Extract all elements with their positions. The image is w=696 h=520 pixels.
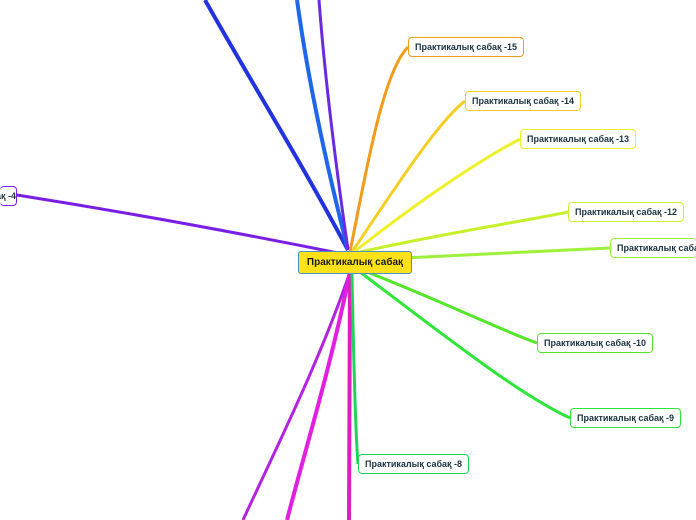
topic-node-13[interactable]: Практикалық сабақ -13 <box>520 129 637 149</box>
branch-topic-14 <box>350 99 466 253</box>
branch-offscreen-top-3 <box>317 0 350 251</box>
topic-node-11[interactable]: Практикалық сабақ -11 <box>610 238 696 258</box>
branch-offscreen-bottom-2 <box>285 271 352 520</box>
branch-offscreen-bottom-1 <box>241 271 352 520</box>
branch-offscreen-top-2 <box>295 0 350 251</box>
branch-offscreen-bottom-3 <box>347 271 352 520</box>
topic-node-12[interactable]: Практикалық сабақ -12 <box>568 202 685 222</box>
topic-node-15[interactable]: Практикалық сабақ -15 <box>408 37 525 57</box>
topic-node-14[interactable]: Практикалық сабақ -14 <box>465 91 582 111</box>
topic-node-9[interactable]: Практикалық сабақ -9 <box>570 408 682 428</box>
central-topic[interactable]: Практикалық сабақ <box>298 251 412 274</box>
branch-topic-10 <box>361 268 538 345</box>
topic-node-4[interactable]: Практикалық сабақ -4 <box>0 186 17 206</box>
branch-topic-4 <box>16 193 349 257</box>
branch-topic-8 <box>350 273 360 465</box>
branch-topic-9 <box>359 270 571 420</box>
branch-topic-13 <box>353 137 521 254</box>
branch-topic-15 <box>348 45 410 253</box>
branch-topic-12 <box>359 210 569 254</box>
topic-node-10[interactable]: Практикалық сабақ -10 <box>537 333 654 353</box>
branch-offscreen-top-1 <box>203 0 350 251</box>
topic-node-8[interactable]: Практикалық сабақ -8 <box>358 454 470 474</box>
